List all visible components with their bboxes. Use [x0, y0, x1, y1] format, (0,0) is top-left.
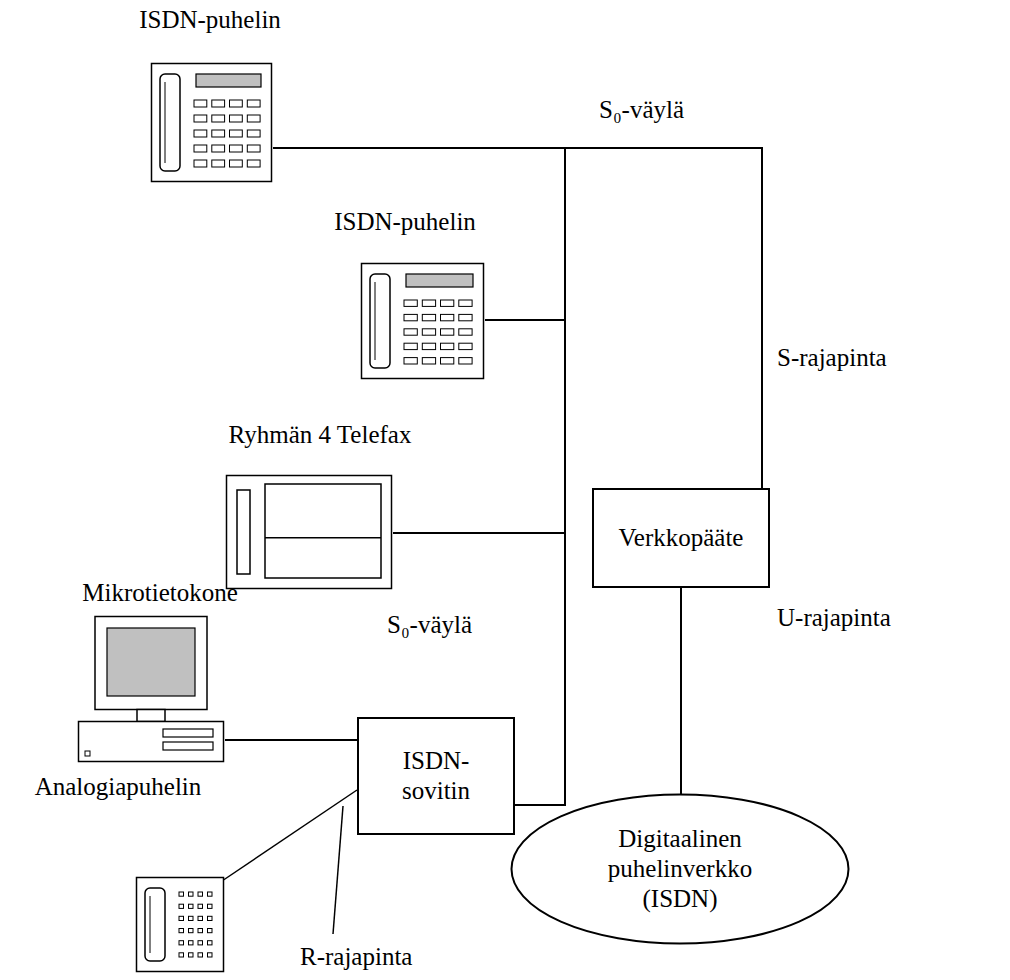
connection-line: [680, 588, 682, 794]
process-box: ISDN- sovitin: [357, 717, 515, 835]
computer-icon-drawing: [77, 615, 225, 763]
interface-label: S-rajapinta: [775, 343, 889, 373]
interface-label: S₀-väylä: [597, 95, 686, 125]
connection-line: [485, 148, 762, 488]
leader-line: [333, 806, 343, 934]
analog-phone-icon: Analogiapuhelin: [135, 876, 225, 973]
connection-line: [515, 148, 762, 805]
process-box: Verkkopääte: [592, 488, 770, 588]
device-label: ISDN-puhelin: [334, 207, 476, 237]
network-ellipse: Digitaalinen puhelinverkko (ISDN): [510, 793, 850, 945]
fax-icon: Ryhmän 4 Telefax: [225, 474, 393, 590]
connection-line: [225, 739, 357, 741]
isdn-phone-icon-drawing: [150, 62, 273, 183]
node-text: Verkkopääte: [606, 523, 756, 553]
device-label: Mikrotietokone: [82, 578, 238, 608]
isdn-phone-icon: ISDN-puhelin: [150, 62, 273, 183]
device-label: Analogiapuhelin: [35, 772, 202, 802]
interface-label: S₀-väylä: [385, 610, 474, 640]
node-text: ISDN- sovitin: [384, 746, 489, 806]
interface-label: R-rajapinta: [298, 942, 414, 972]
fax-icon-drawing: [225, 474, 393, 590]
node-text: Digitaalinen puhelinverkko (ISDN): [585, 824, 775, 914]
computer-icon: Mikrotietokone: [77, 615, 225, 763]
connection-line: [222, 790, 357, 881]
isdn-phone-icon: ISDN-puhelin: [360, 262, 485, 380]
interface-label: U-rajapinta: [775, 603, 893, 633]
isdn-phone-icon-drawing: [360, 262, 485, 380]
device-label: ISDN-puhelin: [139, 5, 281, 35]
analog-phone-icon-drawing: [135, 876, 225, 973]
device-label: Ryhmän 4 Telefax: [229, 420, 412, 450]
